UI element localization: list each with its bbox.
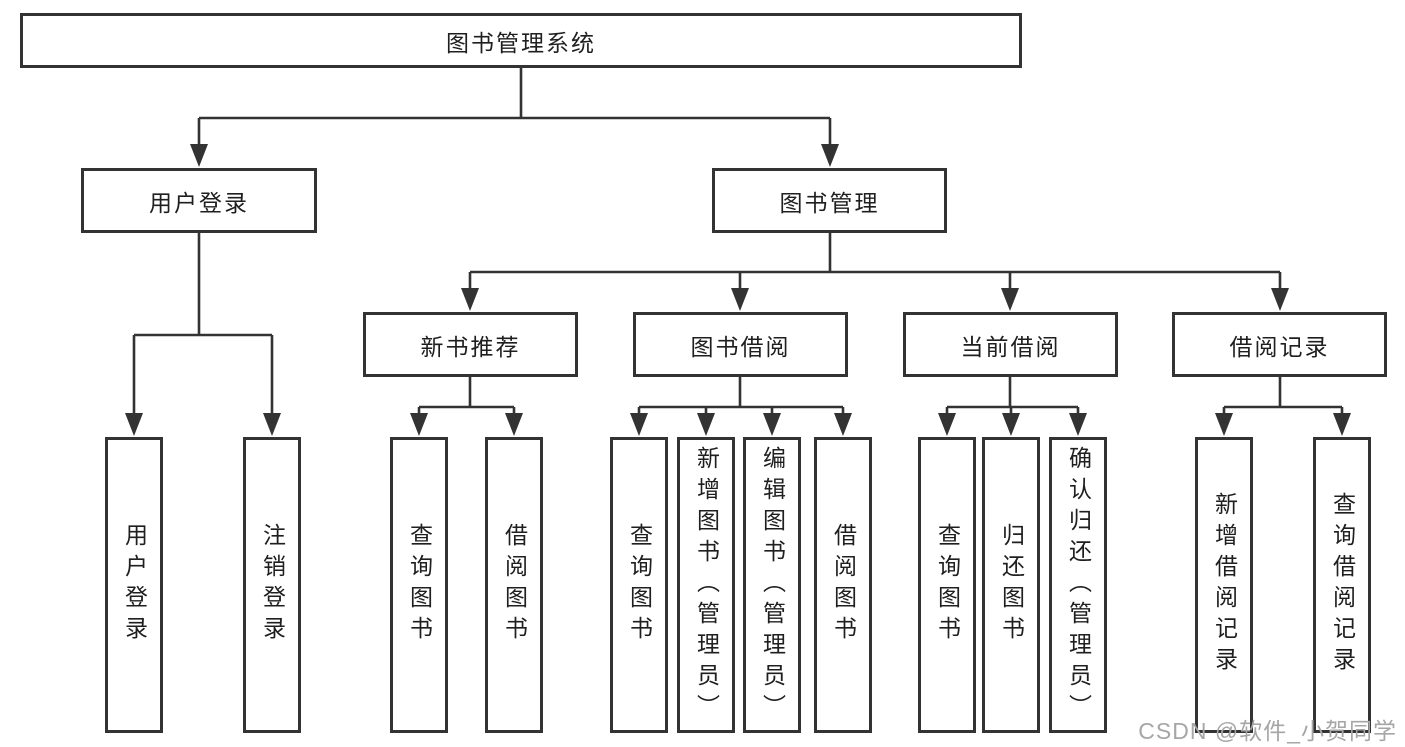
leaf-edit-book-admin: 编辑图书（管理员）: [743, 437, 801, 733]
node-root-label: 图书管理系统: [446, 29, 596, 56]
leaf-query-books-recommend: 查询图书: [390, 437, 448, 733]
watermark-text: CSDN @软件_小贺同学: [1138, 718, 1397, 744]
leaf-user-login-label: 用户登录: [121, 523, 148, 647]
connector-current-borrow: [945, 377, 1080, 414]
node-current-borrow-label: 当前借阅: [960, 333, 1061, 360]
arrowhead: [125, 413, 143, 436]
leaf-query-borrow-record: 查询借阅记录: [1313, 437, 1371, 733]
leaf-return-books-label: 归还图书: [998, 523, 1025, 647]
node-current-borrow: 当前借阅: [903, 312, 1118, 377]
arrowhead: [461, 288, 479, 311]
arrowhead: [190, 144, 208, 167]
leaf-add-borrow-record-label: 新增借阅记录: [1211, 492, 1238, 678]
arrowhead: [630, 413, 648, 436]
connector-user-login: [132, 233, 274, 414]
leaf-query-books-current: 查询图书: [918, 437, 976, 733]
leaf-logout: 注销登录: [243, 437, 301, 733]
leaf-borrow-books-recommend: 借阅图书: [485, 437, 543, 733]
node-book-management-label: 图书管理: [779, 189, 880, 216]
leaf-confirm-return-admin-label: 确认归还（管理员）: [1065, 445, 1092, 725]
arrowhead: [1002, 413, 1020, 436]
leaf-edit-book-admin-label: 编辑图书（管理员）: [759, 445, 786, 725]
connector-new-book-recommend: [417, 377, 516, 414]
leaf-logout-label: 注销登录: [259, 523, 286, 647]
arrowhead: [821, 144, 839, 167]
leaf-query-books-borrow-label: 查询图书: [626, 523, 653, 647]
connector-root: [197, 68, 832, 145]
node-borrow-records: 借阅记录: [1172, 312, 1387, 377]
arrowhead: [938, 413, 956, 436]
leaf-confirm-return-admin: 确认归还（管理员）: [1049, 437, 1107, 733]
arrowhead: [263, 413, 281, 436]
arrowhead: [505, 413, 523, 436]
leaf-query-books-borrow: 查询图书: [610, 437, 668, 733]
arrowhead: [731, 288, 749, 311]
leaf-add-book-admin: 新增图书（管理员）: [677, 437, 735, 733]
leaf-query-books-current-label: 查询图书: [934, 523, 961, 647]
connector-borrow-records: [1222, 377, 1344, 414]
node-book-borrow: 图书借阅: [633, 312, 848, 377]
leaf-add-borrow-record: 新增借阅记录: [1195, 437, 1253, 733]
leaf-user-login: 用户登录: [105, 437, 163, 733]
node-root: 图书管理系统: [20, 13, 1022, 68]
arrowhead: [410, 413, 428, 436]
node-new-book-recommend-label: 新书推荐: [420, 333, 521, 360]
node-user-login-label: 用户登录: [149, 189, 249, 216]
node-book-management: 图书管理: [712, 168, 947, 233]
node-borrow-records-label: 借阅记录: [1229, 333, 1330, 360]
arrowhead: [1215, 413, 1233, 436]
arrowhead: [763, 413, 781, 436]
leaf-query-borrow-record-label: 查询借阅记录: [1329, 492, 1356, 678]
node-user-login: 用户登录: [81, 168, 317, 233]
node-book-borrow-label: 图书借阅: [690, 333, 791, 360]
leaf-add-book-admin-label: 新增图书（管理员）: [693, 445, 720, 725]
leaf-borrow-books: 借阅图书: [814, 437, 872, 733]
connector-book-management: [468, 233, 1282, 289]
leaf-query-books-recommend-label: 查询图书: [406, 523, 433, 647]
arrowhead: [834, 413, 852, 436]
arrowhead: [1001, 288, 1019, 311]
arrowhead: [1069, 413, 1087, 436]
connector-book-borrow: [637, 377, 845, 414]
node-new-book-recommend: 新书推荐: [363, 312, 578, 377]
leaf-borrow-books-recommend-label: 借阅图书: [501, 523, 528, 647]
arrowhead: [1333, 413, 1351, 436]
arrowhead: [1271, 288, 1289, 311]
leaf-return-books: 归还图书: [982, 437, 1040, 733]
leaf-borrow-books-label: 借阅图书: [830, 523, 857, 647]
arrowhead: [697, 413, 715, 436]
